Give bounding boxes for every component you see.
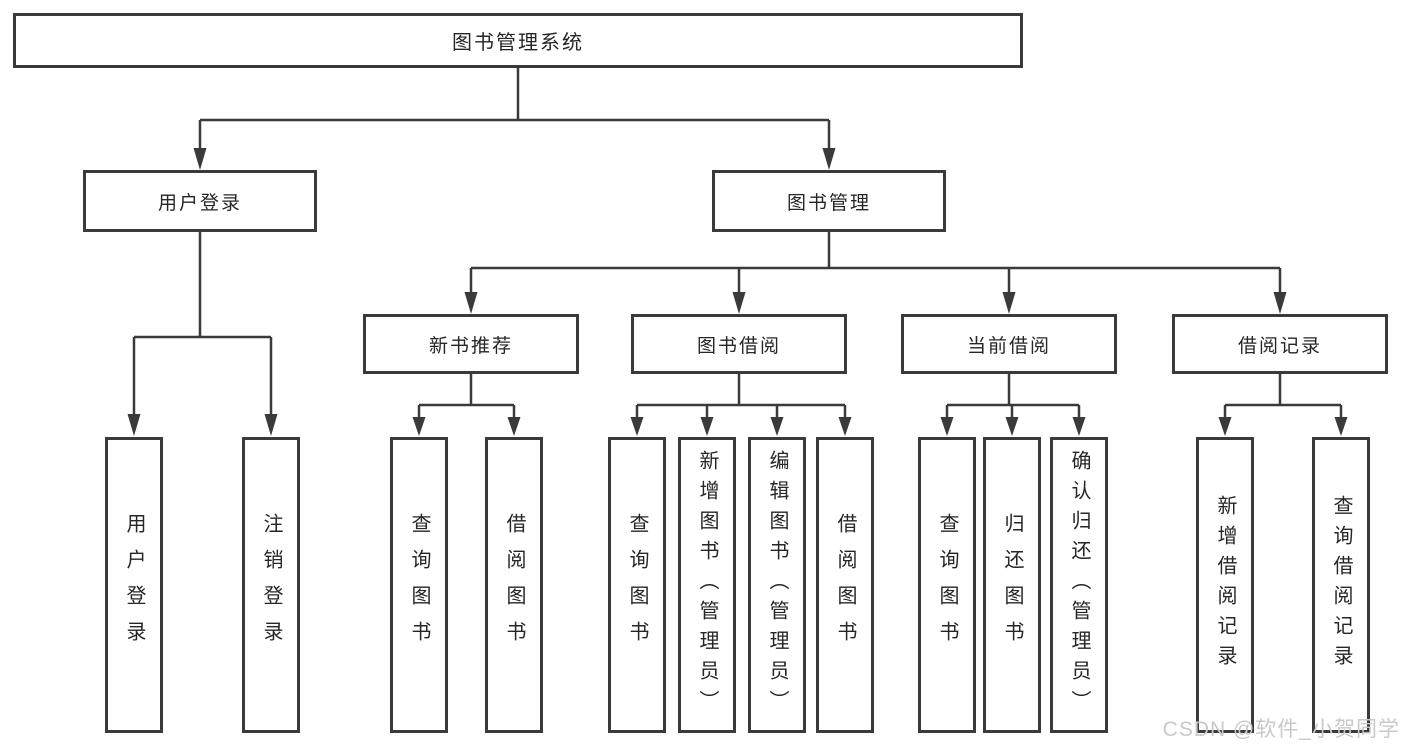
csdn-watermark: CSDN @软件_小贺同学	[1162, 718, 1400, 741]
node-query-books-3: 查询图书	[918, 437, 976, 733]
node-logout: 注销登录	[242, 437, 300, 733]
arrow-down-icon	[1002, 292, 1016, 314]
node-query-borrow-record: 查询借阅记录	[1312, 437, 1370, 733]
node-add-borrow-record: 新增借阅记录	[1196, 437, 1254, 733]
node-current-borrowing: 当前借阅	[901, 314, 1117, 374]
arrow-down-icon	[1273, 292, 1287, 314]
connector-user-branch	[127, 232, 278, 436]
arrow-down-icon	[1005, 417, 1019, 436]
connector-leaf-branches	[412, 374, 1348, 436]
arrow-down-icon	[822, 148, 836, 170]
arrow-down-icon	[264, 414, 278, 436]
connector-root-branch	[193, 68, 836, 170]
node-edit-books-admin: 编辑图书（管理员）	[748, 437, 806, 733]
arrow-down-icon	[507, 417, 521, 436]
node-add-books-admin: 新增图书（管理员）	[678, 437, 736, 733]
arrow-down-icon	[700, 417, 714, 436]
arrow-down-icon	[732, 292, 746, 314]
node-borrow-books-1: 借阅图书	[485, 437, 543, 733]
arrow-down-icon	[193, 148, 207, 170]
connector-book-branch	[464, 232, 1287, 314]
arrow-down-icon	[1072, 417, 1086, 436]
node-query-books-2: 查询图书	[608, 437, 666, 733]
arrow-down-icon	[412, 417, 426, 436]
arrow-down-icon	[127, 414, 141, 436]
arrow-down-icon	[838, 417, 852, 436]
arrow-down-icon	[1334, 417, 1348, 436]
node-book-borrowing: 图书借阅	[631, 314, 847, 374]
node-borrow-books-2: 借阅图书	[816, 437, 874, 733]
node-new-book-recommend: 新书推荐	[363, 314, 579, 374]
node-confirm-return-admin: 确认归还（管理员）	[1050, 437, 1108, 733]
node-return-books: 归还图书	[983, 437, 1041, 733]
node-root-system: 图书管理系统	[13, 13, 1023, 68]
node-borrowing-records: 借阅记录	[1172, 314, 1388, 374]
node-book-management-module: 图书管理	[712, 170, 946, 232]
node-query-books-1: 查询图书	[390, 437, 448, 733]
arrow-down-icon	[1218, 417, 1232, 436]
node-user-login: 用户登录	[105, 437, 163, 733]
arrow-down-icon	[940, 417, 954, 436]
arrow-down-icon	[770, 417, 784, 436]
node-user-login-module: 用户登录	[83, 170, 317, 232]
arrow-down-icon	[630, 417, 644, 436]
arrow-down-icon	[464, 292, 478, 314]
